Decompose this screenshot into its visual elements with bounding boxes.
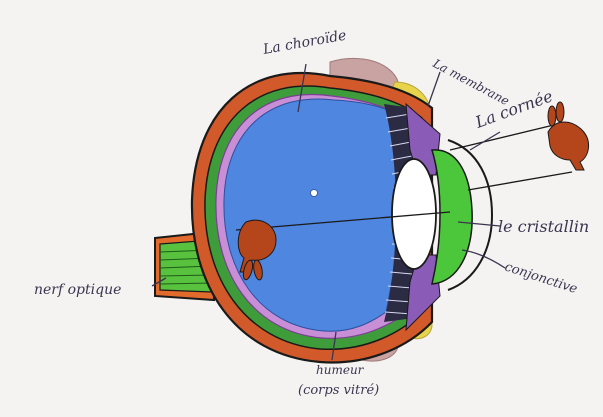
optic-spot bbox=[310, 189, 318, 197]
cornea bbox=[447, 139, 494, 291]
label-corps-vitre: (corps vitré) bbox=[298, 383, 379, 398]
rabbit-image-icon bbox=[237, 219, 277, 281]
label-pointers bbox=[151, 63, 506, 361]
rabbit-object-icon bbox=[547, 101, 589, 171]
label-nerf-optique: nerf optique bbox=[34, 282, 121, 298]
label-cristallin: le cristallin bbox=[498, 217, 589, 236]
lens bbox=[391, 158, 437, 270]
label-humeur: humeur bbox=[316, 363, 365, 377]
iris bbox=[405, 102, 441, 332]
